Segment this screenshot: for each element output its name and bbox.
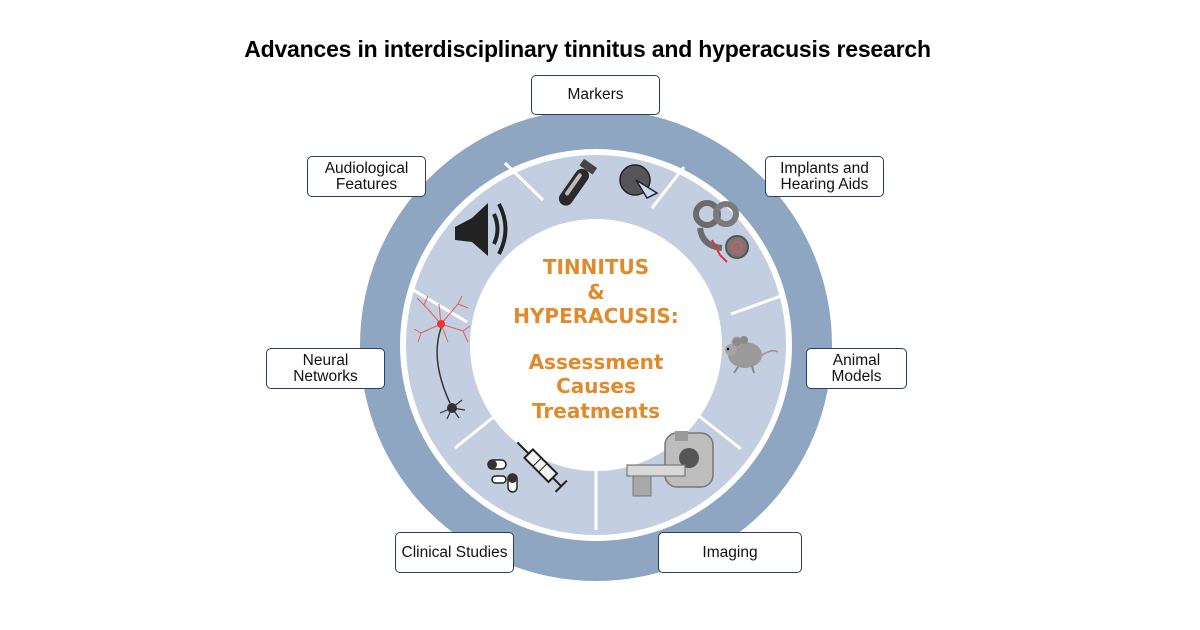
label-imaging-text: Imaging <box>702 543 758 561</box>
label-animal-text: Animal Models <box>831 351 882 385</box>
label-markers-text: Markers <box>567 86 624 103</box>
center-line-causes: Causes <box>556 374 636 398</box>
center-circle <box>470 219 722 471</box>
label-clinical-text: Clinical Studies <box>401 543 508 561</box>
label-audiological-text: Audiological Features <box>324 159 409 193</box>
syringe-icon <box>516 441 568 493</box>
label-neural-text: Neural Networks <box>293 351 358 385</box>
center-line-ampersand: & <box>587 279 605 304</box>
pie-chart-icon <box>619 164 659 199</box>
mouse-icon <box>725 336 779 374</box>
label-clinical-studies: Clinical Studies <box>395 532 514 573</box>
test-tube-icon <box>558 158 598 206</box>
label-implants-hearing-aids: Implants and Hearing Aids <box>765 156 884 197</box>
label-animal-models: Animal Models <box>806 348 907 389</box>
pills-icon <box>487 459 518 493</box>
label-implants-text: Implants and Hearing Aids <box>780 159 869 193</box>
label-markers: Markers <box>531 75 660 115</box>
inner-ear-icon <box>693 200 749 263</box>
center-line-treatments: Treatments <box>531 398 661 423</box>
label-imaging: Imaging <box>658 532 802 573</box>
center-line-assessment: Assessment <box>528 349 664 374</box>
center-line-hyperacusis: HYPERACUSIS: <box>513 304 679 328</box>
mri-scanner-icon <box>626 431 714 497</box>
neuron-icon <box>413 295 471 420</box>
label-audiological-features: Audiological Features <box>307 156 426 197</box>
center-text: TINNITUS & HYPERACUSIS: Assessment Cause… <box>486 255 706 423</box>
label-neural-networks: Neural Networks <box>266 348 385 389</box>
diagram-title: Advances in interdisciplinary tinnitus a… <box>244 36 931 62</box>
speaker-icon <box>455 203 508 256</box>
center-line-tinnitus: TINNITUS <box>542 255 650 279</box>
